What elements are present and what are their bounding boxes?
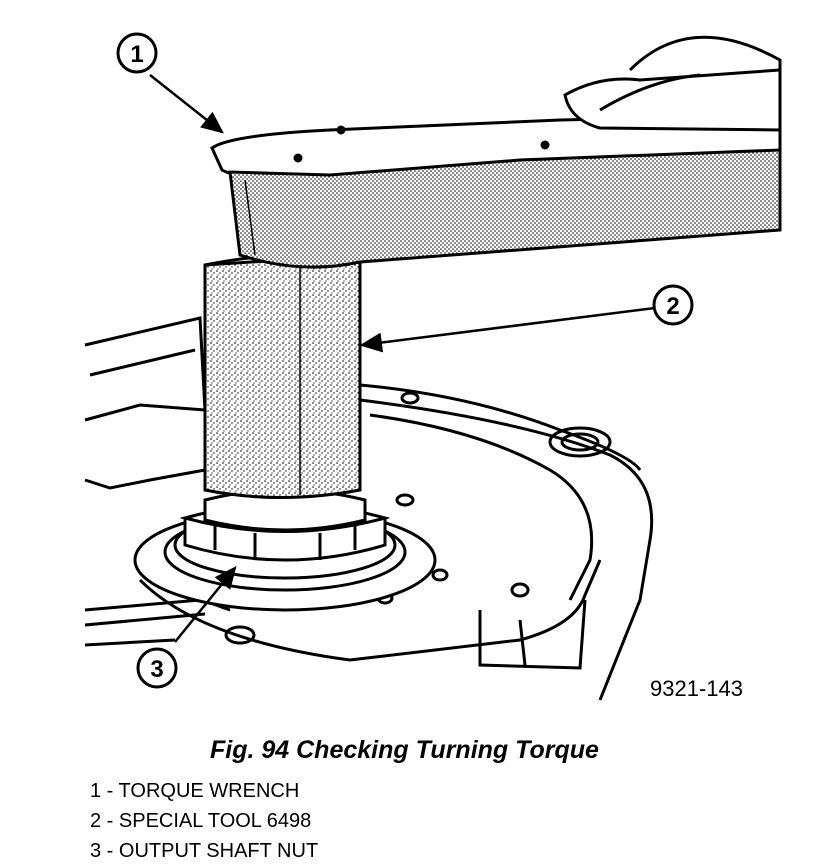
torque-wrench	[210, 35, 782, 269]
legend-item-1: 1 - TORQUE WRENCH	[90, 780, 300, 802]
callout-leaders	[149, 74, 656, 643]
legend-item-2: 2 - SPECIAL TOOL 6498	[90, 810, 312, 832]
callout-2-number: 2	[666, 293, 679, 320]
figure-caption: Fig. 94 Checking Turning Torque	[210, 736, 599, 764]
output-shaft-nut	[133, 488, 437, 612]
callout-2: 2	[652, 284, 694, 326]
callout-3: 3	[136, 647, 178, 689]
figure-code: 9321-143	[650, 676, 743, 701]
torque-check-illustration: 1 2 3	[84, 32, 782, 701]
legend-item-3: 3 - OUTPUT SHAFT NUT	[90, 840, 319, 862]
transmission-housing	[84, 316, 654, 701]
callout-1: 1	[116, 32, 158, 74]
special-tool-6498	[203, 252, 362, 499]
callout-3-number: 3	[150, 656, 163, 683]
callout-1-number: 1	[130, 41, 143, 68]
